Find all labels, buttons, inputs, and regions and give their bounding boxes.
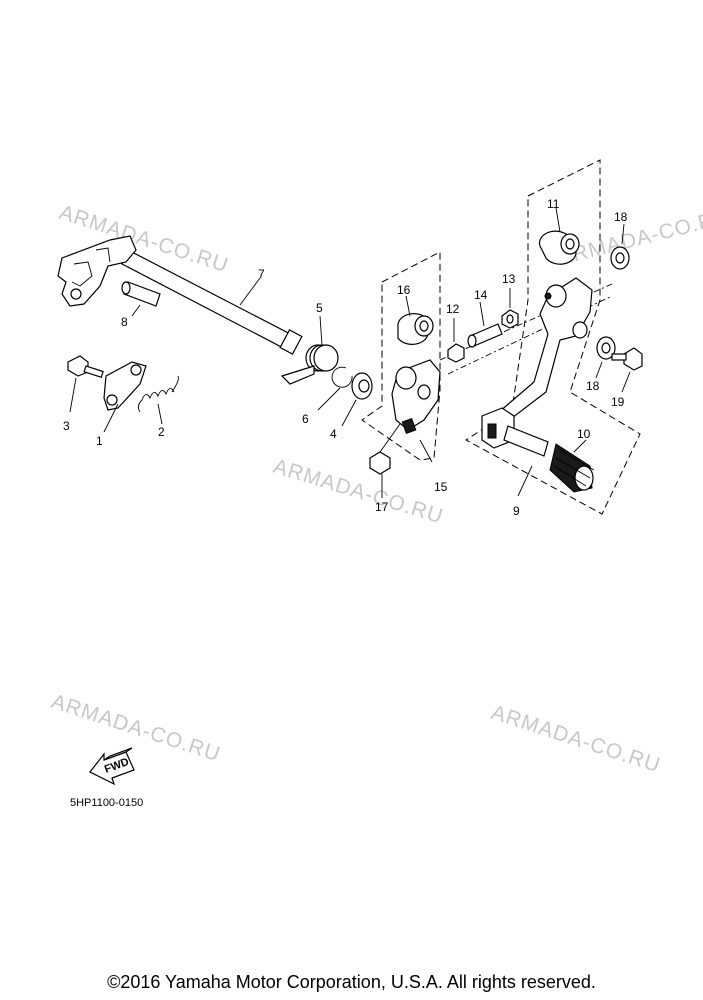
callout-12: 12 bbox=[446, 302, 460, 316]
callout-5: 5 bbox=[316, 301, 323, 315]
joint-bolt-14 bbox=[467, 301, 503, 348]
callout-19: 19 bbox=[611, 395, 625, 409]
torsion-spring bbox=[280, 315, 339, 385]
bolt-3 bbox=[67, 355, 104, 413]
bolt-17 bbox=[369, 423, 401, 498]
washer-4 bbox=[341, 372, 373, 427]
dowel-pin bbox=[121, 281, 161, 317]
callout-6: 6 bbox=[302, 412, 309, 426]
callout-3: 3 bbox=[63, 419, 70, 433]
tension-spring bbox=[137, 375, 179, 425]
callout-2: 2 bbox=[158, 425, 165, 439]
shift-shaft bbox=[57, 235, 303, 355]
callout-4: 4 bbox=[330, 427, 337, 441]
callout-14: 14 bbox=[474, 288, 488, 302]
callout-10: 10 bbox=[577, 427, 591, 441]
bushing-11 bbox=[538, 207, 580, 265]
assembly-9-outline bbox=[465, 159, 641, 515]
watermark: ARMADA-CO.RU bbox=[48, 690, 223, 766]
washer-18-upper bbox=[610, 223, 630, 270]
shift-pedal bbox=[481, 277, 593, 497]
watermark: ARMADA-CO.RU bbox=[271, 455, 447, 529]
callout-18-upper: 18 bbox=[614, 210, 628, 224]
copyright-notice: ©2016 Yamaha Motor Corporation, U.S.A. A… bbox=[107, 972, 596, 992]
nut-12 bbox=[447, 318, 465, 363]
circlip bbox=[317, 366, 353, 411]
watermarks: ARMADA-CO.RU ARMADA-CO.RU ARMADA-CO.RU A… bbox=[48, 201, 703, 777]
pedal-rubber bbox=[549, 439, 595, 493]
diagram-code: 5HP1100-0150 bbox=[70, 797, 143, 809]
callout-17: 17 bbox=[375, 500, 389, 514]
callout-15: 15 bbox=[434, 480, 448, 494]
bolt-19 bbox=[611, 347, 643, 393]
stopper-lever bbox=[103, 361, 147, 433]
callout-1: 1 bbox=[96, 434, 103, 448]
nut-13 bbox=[501, 288, 519, 329]
washer-18-lower bbox=[595, 336, 616, 379]
bushing-16 bbox=[397, 295, 434, 345]
shift-arm bbox=[391, 359, 441, 434]
callout-9: 9 bbox=[513, 504, 520, 518]
callout-8: 8 bbox=[121, 315, 128, 329]
callout-11: 11 bbox=[547, 197, 560, 211]
callout-7: 7 bbox=[258, 267, 265, 281]
watermark: ARMADA-CO.RU bbox=[488, 701, 663, 777]
fwd-arrow-icon: FWD bbox=[89, 747, 135, 786]
callout-18-lower: 18 bbox=[586, 379, 600, 393]
callout-13: 13 bbox=[502, 272, 516, 286]
assembly-15-outline bbox=[361, 251, 441, 461]
callout-numbers: 1 2 3 4 5 6 7 8 9 10 11 12 13 14 15 16 1… bbox=[63, 197, 628, 518]
callout-16: 16 bbox=[397, 283, 411, 297]
